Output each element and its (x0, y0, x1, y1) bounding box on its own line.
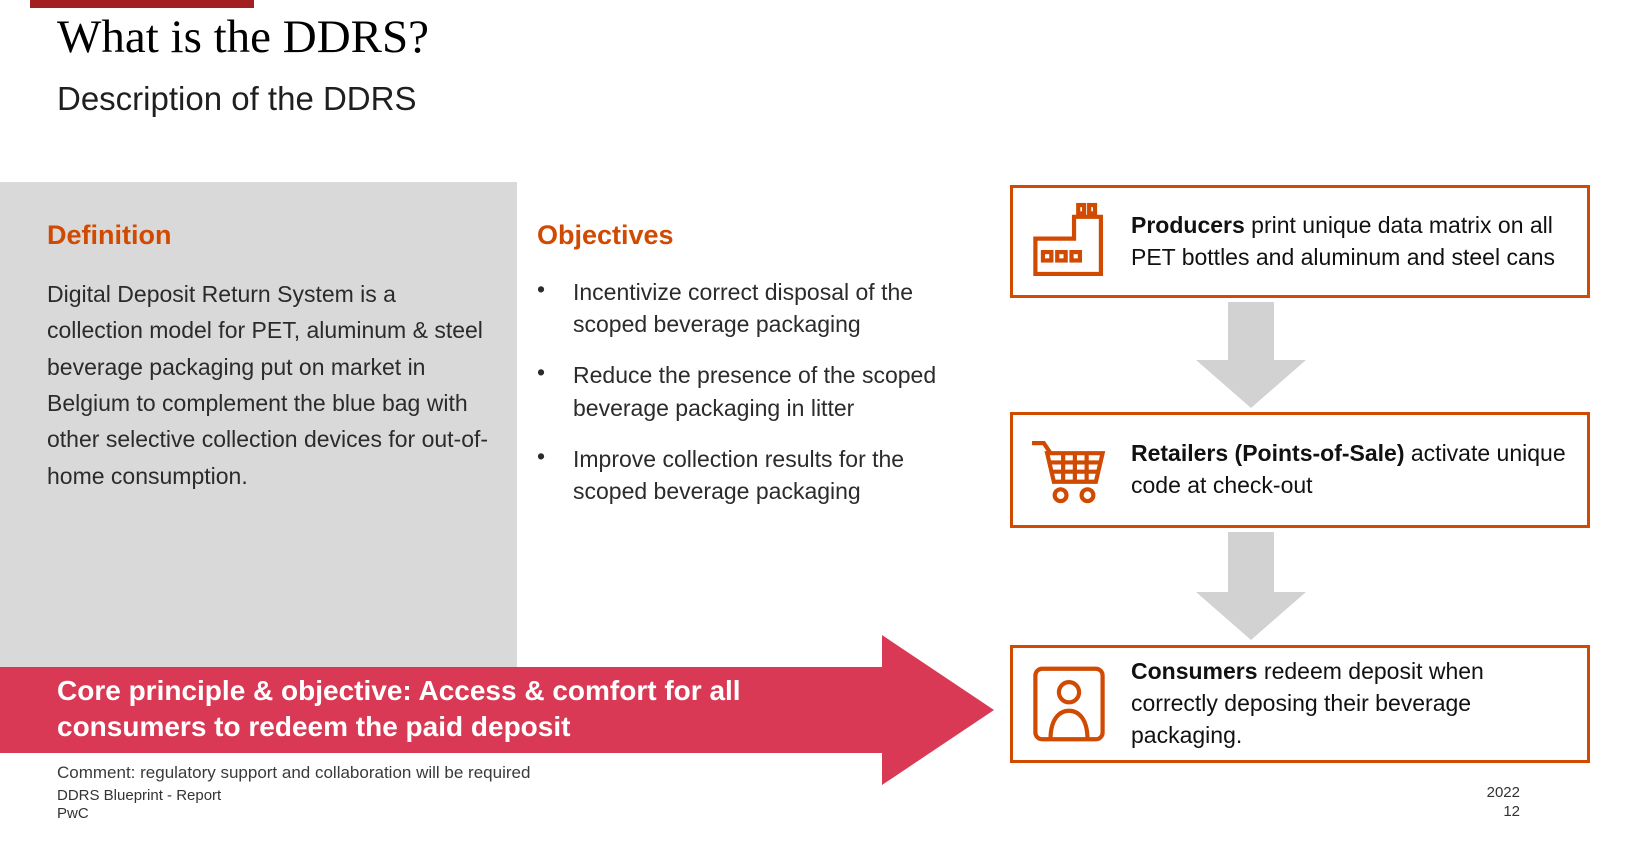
flow-step-rest: redeem deposit when correctly deposing t… (1131, 658, 1484, 748)
page-title: What is the DDRS? (57, 11, 430, 63)
flow-step-lead: Producers (1131, 211, 1245, 238)
objective-text: Improve collection results for the scope… (573, 445, 905, 504)
footer-document-title: DDRS Blueprint - Report (57, 787, 222, 804)
arrow-head (1196, 360, 1306, 408)
footer-year: 2022 (1486, 784, 1520, 801)
objective-text: Reduce the presence of the scoped bevera… (573, 362, 937, 421)
flow-step-retailers: Retailers (Points-of-Sale) activate uniq… (1010, 412, 1590, 528)
cart-icon (1023, 428, 1115, 512)
arrow-head (1196, 592, 1306, 640)
objectives-heading: Objectives (537, 220, 674, 250)
accent-bar (30, 0, 254, 8)
bullet-marker: • (537, 276, 546, 302)
definition-body: Digital Deposit Return System is a colle… (47, 281, 489, 489)
arrow-stem (1228, 302, 1274, 360)
footer-page-number: 12 (1503, 803, 1520, 820)
factory-icon (1023, 200, 1115, 284)
objective-text: Incentivize correct disposal of the scop… (573, 279, 914, 338)
flow-step-lead: Retailers (Points-of-Sale) (1131, 440, 1405, 467)
down-arrow-icon (1196, 532, 1306, 640)
flow-step-text: Producers print unique data matrix on al… (1131, 210, 1573, 273)
flow-step-rest: activate unique code at check-out (1131, 440, 1566, 498)
core-principle-banner: Core principle & objective: Access & com… (0, 635, 1000, 785)
flow-step-consumers: Consumers redeem deposit when correctly … (1010, 645, 1590, 763)
footer-comment: Comment: regulatory support and collabor… (57, 763, 531, 782)
person-icon (1023, 662, 1115, 746)
down-arrow-icon (1196, 302, 1306, 408)
footer-page-info: 2022 12 (1487, 783, 1520, 821)
objectives-list: • Incentivize correct disposal of the sc… (537, 276, 977, 526)
flow-step-rest: print unique data matrix on all PET bott… (1131, 211, 1556, 270)
flow-step-text: Retailers (Points-of-Sale) activate uniq… (1131, 438, 1573, 501)
list-item: • Improve collection results for the sco… (537, 443, 977, 507)
banner-text: Core principle & objective: Access & com… (57, 673, 857, 745)
banner-line-2: consumers to redeem the paid deposit (57, 711, 571, 742)
flow-step-producers: Producers print unique data matrix on al… (1010, 185, 1590, 298)
footer-brand: PwC (57, 805, 89, 822)
banner-arrow-head (882, 635, 994, 785)
banner-body (0, 667, 882, 753)
definition-panel (0, 182, 517, 683)
bullet-marker: • (537, 359, 546, 386)
page-subtitle: Description of the DDRS (57, 80, 417, 117)
definition-heading: Definition (47, 220, 172, 250)
flow-step-text: Consumers redeem deposit when correctly … (1131, 656, 1573, 751)
flow-step-lead: Consumers (1131, 658, 1258, 685)
list-item: • Incentivize correct disposal of the sc… (537, 276, 977, 340)
list-item: • Reduce the presence of the scoped beve… (537, 359, 977, 423)
arrow-stem (1228, 532, 1274, 592)
banner-line-1: Core principle & objective: Access & com… (57, 675, 741, 706)
bullet-marker: • (537, 442, 546, 469)
